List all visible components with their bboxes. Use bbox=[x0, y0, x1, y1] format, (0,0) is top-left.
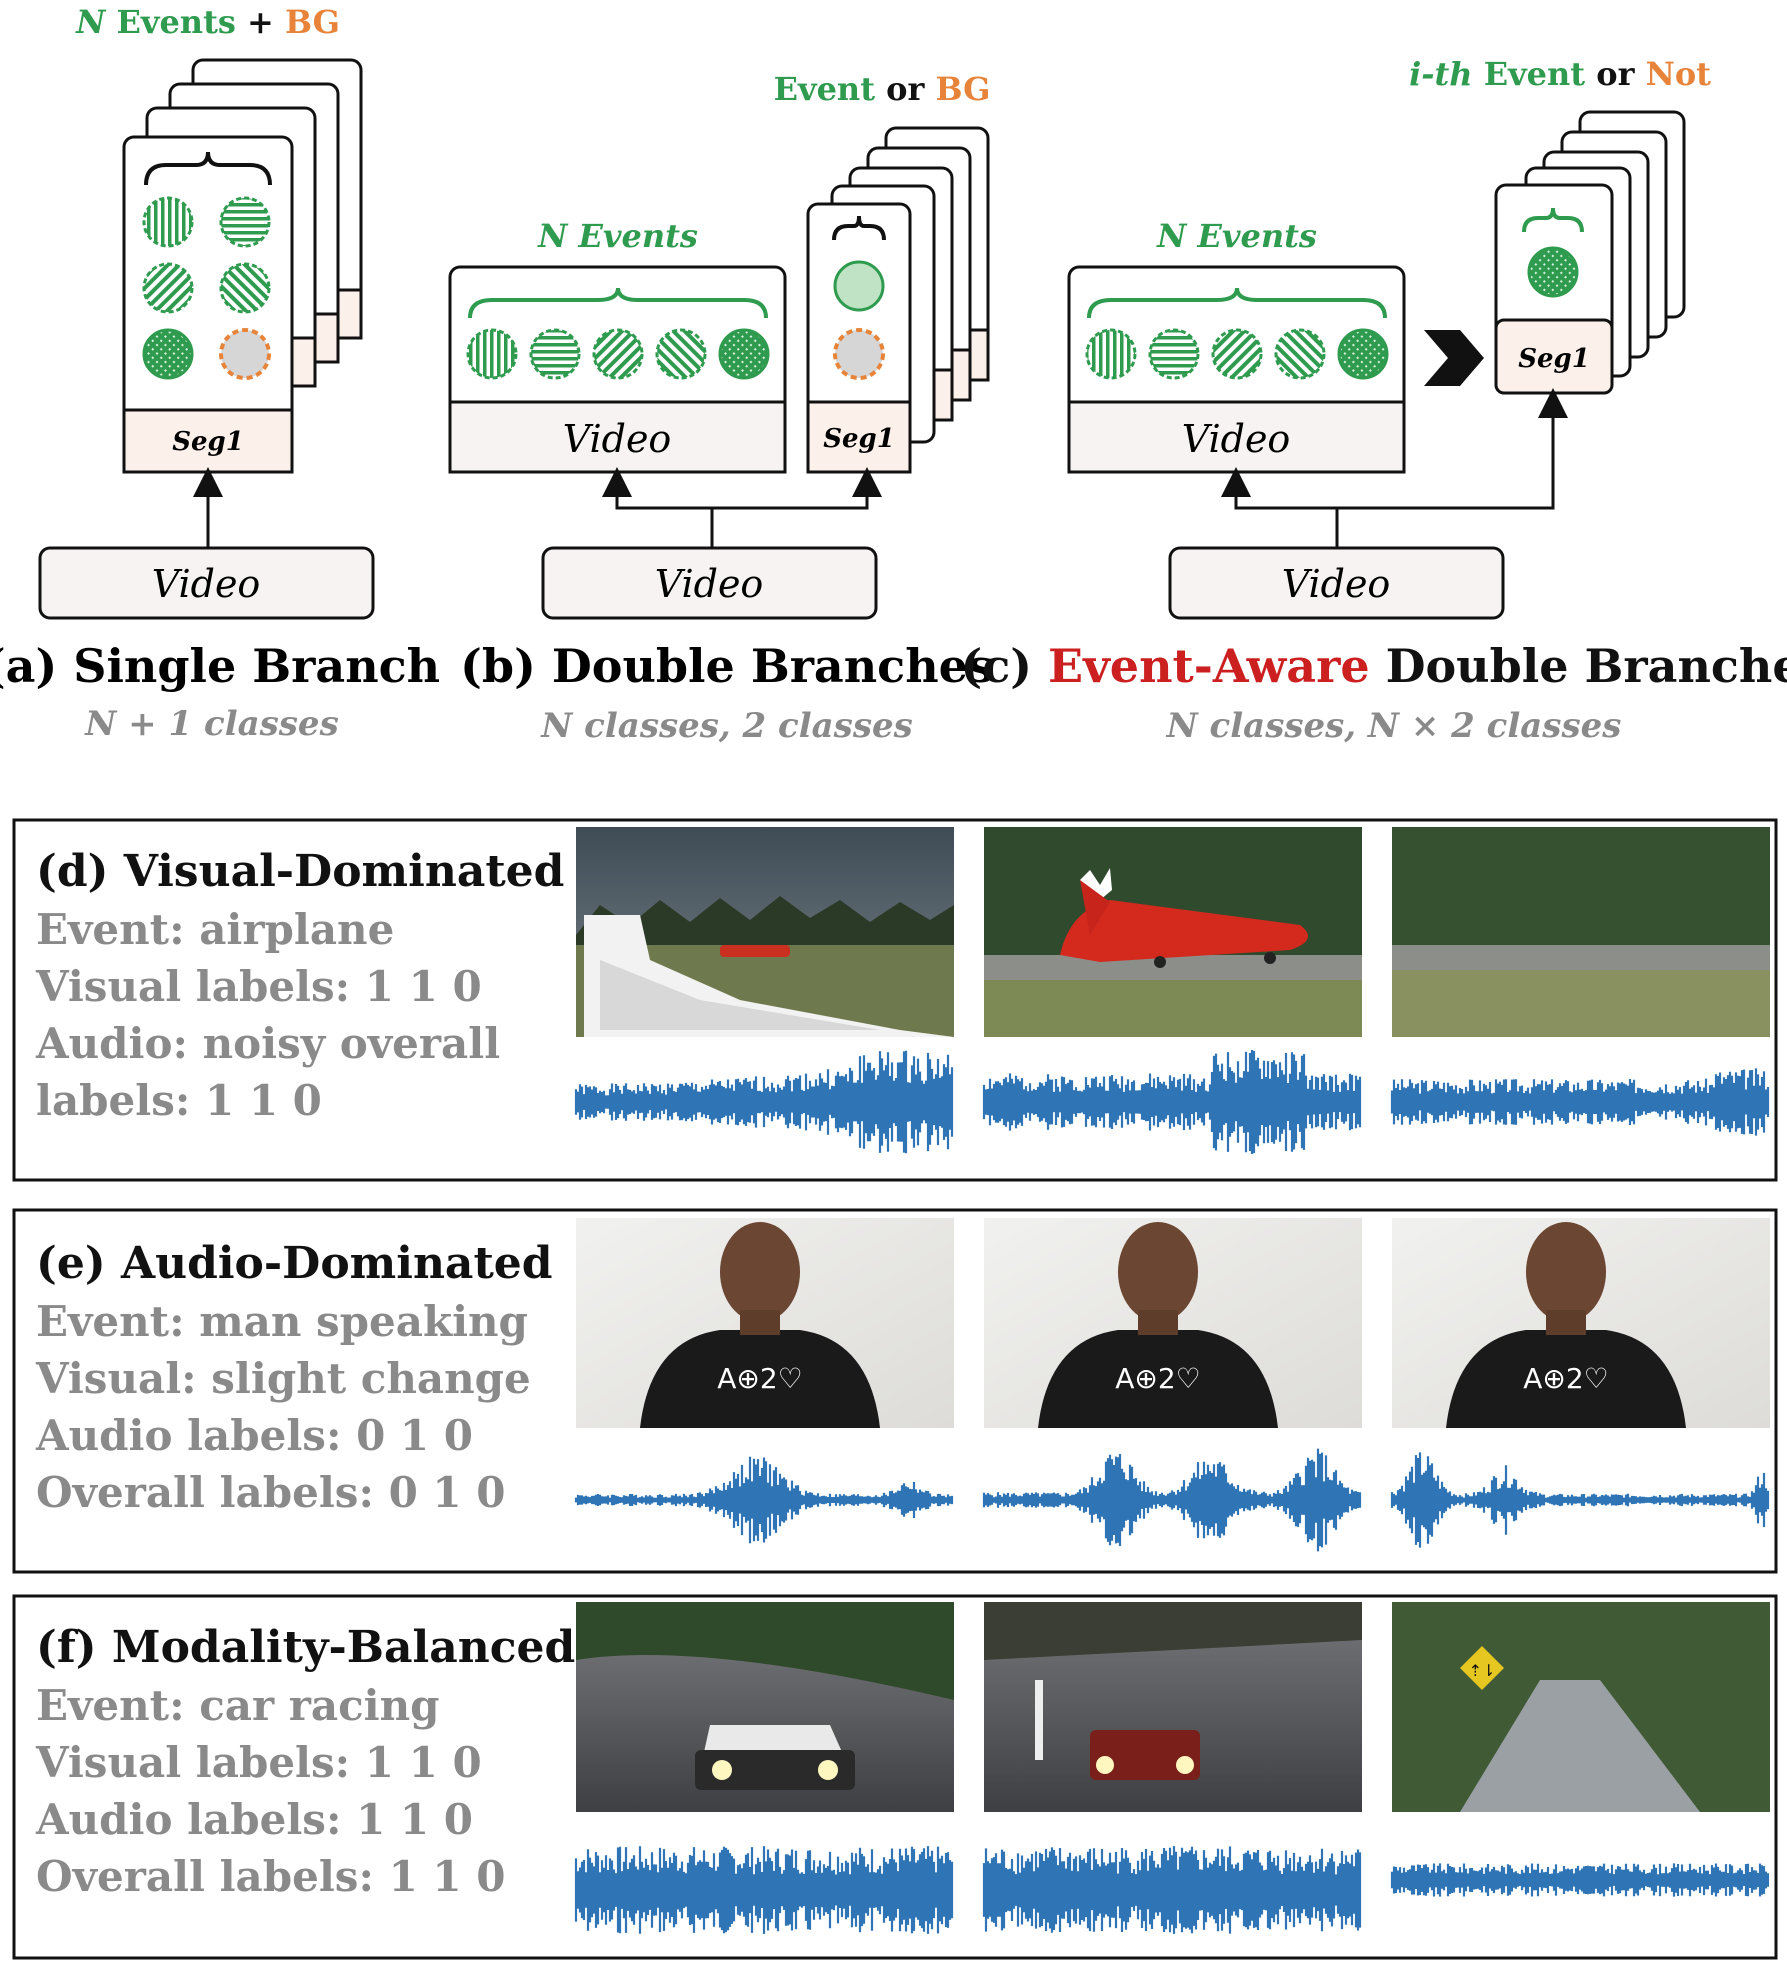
panel-e-line-4: Overall labels: 0 1 0 bbox=[36, 1468, 506, 1517]
panel-e-line-2: Visual: slight change bbox=[36, 1354, 531, 1403]
svg-text:⇡⇂: ⇡⇂ bbox=[1469, 1661, 1496, 1680]
panel-e: A⊕2♡ A⊕2♡ A⊕2♡ bbox=[12, 1208, 1778, 1574]
panel-e-text: (e) Audio-Dominated Event: man speaking … bbox=[36, 1238, 553, 1525]
waveform-path bbox=[982, 1448, 1362, 1552]
svg-text:A⊕2♡: A⊕2♡ bbox=[1115, 1362, 1201, 1395]
seg1-box bbox=[806, 400, 912, 474]
chevron-right-icon bbox=[1424, 330, 1484, 386]
panel-f-title: (f) Modality-Balanced bbox=[36, 1622, 576, 1673]
branch-arrows bbox=[602, 467, 714, 548]
green-brace-icon bbox=[1087, 287, 1387, 319]
brace-icon bbox=[832, 215, 886, 241]
seg1-box bbox=[122, 408, 294, 474]
bg-circle bbox=[219, 328, 271, 380]
sub-b: N classes, 2 classes bbox=[540, 706, 913, 746]
panel-b-double-branches: N Events Video Event or BG Seg1 bbox=[448, 70, 994, 746]
panel-b-header2: Event or BG bbox=[774, 70, 991, 108]
audio-waveform-d1 bbox=[574, 1050, 954, 1154]
svg-text:A⊕2♡: A⊕2♡ bbox=[717, 1362, 803, 1395]
brace-icon bbox=[144, 151, 272, 186]
panel-e-border bbox=[12, 1208, 1778, 1574]
airplane-frame-2 bbox=[984, 827, 1362, 1037]
panel-f-line-2: Visual labels: 1 1 0 bbox=[36, 1738, 482, 1787]
panel-d-text: (d) Visual-Dominated Event: airplane Vis… bbox=[36, 846, 564, 1133]
car-frame-1 bbox=[576, 1602, 954, 1812]
panel-a-header: N Events + BG bbox=[75, 3, 340, 41]
panel-e-title: (e) Audio-Dominated bbox=[36, 1238, 553, 1289]
waveform-path bbox=[574, 1846, 954, 1934]
panel-c-header: N Events bbox=[1156, 217, 1317, 255]
audio-waveform-d3 bbox=[1390, 1068, 1770, 1136]
panel-a-single-branch: N Events + BG Seg1 Video (a) Single Bran… bbox=[0, 3, 440, 744]
video-input-box bbox=[38, 546, 375, 620]
seg1-label: Seg1 bbox=[823, 424, 895, 454]
waveform-path bbox=[574, 1050, 954, 1154]
event-circles-row bbox=[466, 328, 770, 380]
panel-f-border bbox=[12, 1594, 1778, 1960]
video-label: Video bbox=[655, 562, 764, 606]
speaker-frame-2: A⊕2♡ bbox=[984, 1218, 1362, 1428]
audio-waveform-f2 bbox=[982, 1846, 1362, 1934]
seg1-label: Seg1 bbox=[172, 427, 244, 457]
panel-d-border bbox=[12, 818, 1778, 1182]
waveform-path bbox=[1390, 1452, 1770, 1548]
speaker-frame-3: A⊕2♡ bbox=[1392, 1218, 1770, 1428]
panel-e-line-1: Event: man speaking bbox=[36, 1297, 528, 1346]
panel-e-line-3: Audio labels: 0 1 0 bbox=[36, 1411, 473, 1460]
event-circle bbox=[833, 260, 885, 312]
panel-d bbox=[12, 818, 1778, 1182]
audio-waveform-e1 bbox=[574, 1456, 954, 1544]
audio-waveform-d2 bbox=[982, 1050, 1362, 1154]
panel-d-line-4: labels: 1 1 0 bbox=[36, 1076, 322, 1125]
audio-waveform-f1 bbox=[574, 1846, 954, 1934]
video-input-box bbox=[1168, 546, 1505, 620]
panel-d-line-2: Visual labels: 1 1 0 bbox=[36, 962, 482, 1011]
airplane-frame-1 bbox=[576, 827, 954, 1037]
audio-waveform-f3 bbox=[1390, 1863, 1770, 1897]
caption-c: (c) Event-Aware Double Branches bbox=[960, 639, 1787, 693]
panel-d-line-1: Event: airplane bbox=[36, 905, 395, 954]
panel-d-line-3: Audio: noisy overall bbox=[36, 1019, 501, 1068]
event-circles bbox=[142, 196, 271, 380]
panel-f-line-1: Event: car racing bbox=[36, 1681, 440, 1730]
audio-waveform-e2 bbox=[982, 1448, 1362, 1552]
event-circle bbox=[1527, 246, 1579, 298]
waveform-path bbox=[1390, 1863, 1770, 1897]
green-brace-icon bbox=[468, 287, 768, 319]
audio-waveform-e3 bbox=[1390, 1452, 1770, 1548]
video-branch-label: Video bbox=[1182, 417, 1291, 461]
svg-text:A⊕2♡: A⊕2♡ bbox=[1523, 1362, 1609, 1395]
car-frame-2 bbox=[984, 1602, 1362, 1812]
caption-b: (b) Double Branches bbox=[460, 639, 994, 693]
video-branch-label: Video bbox=[563, 417, 672, 461]
airplane-frame-3 bbox=[1392, 827, 1770, 1037]
speaker-frames: A⊕2♡ A⊕2♡ A⊕2♡ bbox=[576, 1218, 1770, 1428]
waveform-path bbox=[1390, 1068, 1770, 1136]
caption-a: (a) Single Branch bbox=[0, 639, 440, 693]
panel-c-event-aware: N Events Video i-th Event or Not Seg1 bbox=[960, 55, 1787, 746]
panel-f-text: (f) Modality-Balanced Event: car racing … bbox=[36, 1622, 575, 1909]
panel-f-line-4: Overall labels: 1 1 0 bbox=[36, 1852, 506, 1901]
video-input-box bbox=[541, 546, 878, 620]
bg-circle bbox=[833, 328, 885, 380]
video-label: Video bbox=[152, 562, 261, 606]
sub-c: N classes, N × 2 classes bbox=[1166, 706, 1622, 746]
branch-arrows bbox=[1221, 467, 1339, 548]
panel-c-header2: i-th Event or Not bbox=[1409, 55, 1711, 93]
speaker-frame-1: A⊕2♡ bbox=[576, 1218, 954, 1428]
waveform-path bbox=[982, 1050, 1362, 1154]
event-circles-row bbox=[1085, 328, 1389, 380]
panel-f-line-3: Audio labels: 1 1 0 bbox=[36, 1795, 473, 1844]
waveform-path bbox=[982, 1846, 1362, 1934]
panel-f: ⇡⇂ bbox=[12, 1594, 1778, 1960]
green-brace-icon bbox=[1522, 207, 1584, 233]
seg1-label: Seg1 bbox=[1518, 344, 1590, 374]
video-label: Video bbox=[1282, 562, 1391, 606]
car-frame-3: ⇡⇂ bbox=[1392, 1602, 1770, 1812]
panel-d-title: (d) Visual-Dominated bbox=[36, 846, 565, 897]
panel-b-header: N Events bbox=[537, 217, 698, 255]
waveform-path bbox=[574, 1456, 954, 1544]
sub-a: N + 1 classes bbox=[84, 704, 338, 744]
